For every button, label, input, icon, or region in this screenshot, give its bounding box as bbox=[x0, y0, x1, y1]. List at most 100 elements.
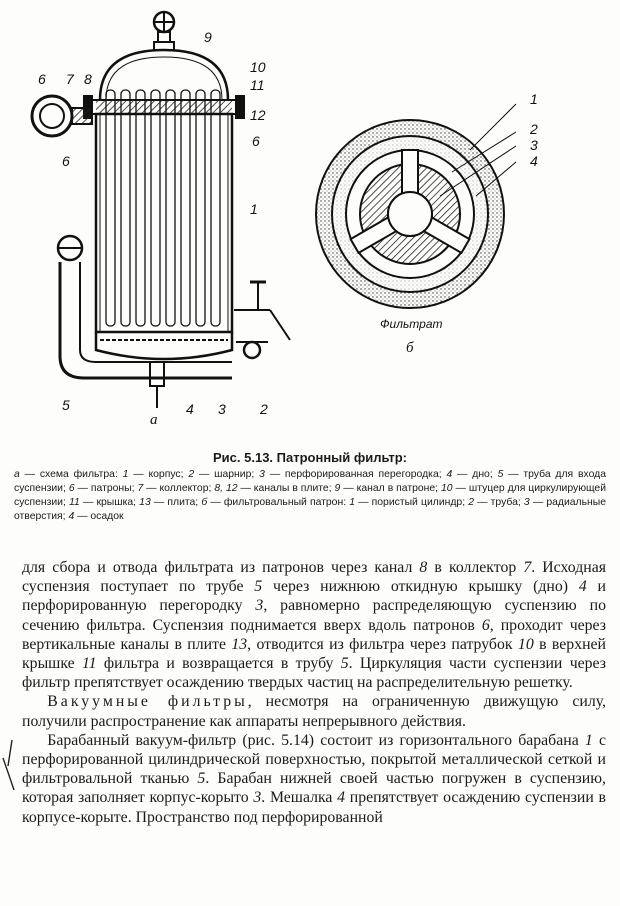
legend-key: 4 bbox=[446, 469, 453, 480]
legend-text: — труба; bbox=[474, 497, 524, 508]
legend-text: — плита; bbox=[150, 497, 202, 508]
collector-7 bbox=[30, 94, 74, 138]
label-b-4: 4 bbox=[530, 153, 538, 169]
radial-holes-3 bbox=[349, 149, 471, 255]
cartridges-6 bbox=[105, 89, 221, 327]
label-a-10: 9 bbox=[204, 29, 212, 45]
text-run: препятствует осаждению суспензии в корпу… bbox=[22, 789, 606, 826]
bottom-4 bbox=[94, 332, 234, 361]
label-b-1: 1 bbox=[530, 91, 538, 107]
subfigure-a-label: а bbox=[150, 412, 158, 428]
legend-key: 3 bbox=[259, 469, 265, 480]
part-number-ref: 6 bbox=[481, 616, 490, 634]
legend-text: — схема фильтра: bbox=[19, 469, 123, 480]
legend-text: — дно; bbox=[452, 469, 498, 480]
part-number-ref: 1 bbox=[584, 731, 593, 749]
inlet-pipe-5 bbox=[58, 262, 232, 380]
text-run: через нижнюю откидную крышку (дно) bbox=[262, 578, 579, 596]
legend-text: — пористый цилиндр; bbox=[355, 497, 469, 508]
emphasized-term: Вакуумные фильтры bbox=[47, 693, 248, 711]
label-a-7: 6 bbox=[38, 71, 46, 87]
legend-text: — осадок bbox=[74, 511, 124, 522]
legend-key: 3 bbox=[523, 497, 530, 508]
legend-key: 8, 12 bbox=[214, 483, 238, 494]
figure-caption-title: Рис. 5.13. Патронный фильтр: bbox=[213, 450, 407, 465]
text-run: фильтра и возвращается в трубу bbox=[96, 655, 341, 673]
label-b-2: 2 bbox=[529, 121, 538, 137]
part-number-ref: 4 bbox=[578, 578, 587, 596]
label-a-6-right: 6 bbox=[252, 133, 260, 149]
legend-text: — крышка; bbox=[79, 497, 140, 508]
legend-text: — штуцер для циркулирующей суспензии; bbox=[14, 483, 607, 508]
legend-key: 5 bbox=[497, 469, 504, 480]
label-a-8: 7 bbox=[66, 71, 75, 87]
legend-key: 11 bbox=[69, 497, 80, 508]
part-number-ref: 3 bbox=[253, 789, 262, 807]
body-paragraph: Барабанный вакуум-фильтр (рис. 5.14) сос… bbox=[22, 731, 606, 827]
filtrate-label: Фильтрат bbox=[380, 317, 443, 331]
legend-text: — радиальные отверстия; bbox=[14, 497, 607, 522]
legend-text: — корпус; bbox=[128, 469, 189, 480]
text-run: . Барабан нижней своей частью погружен в… bbox=[22, 770, 606, 807]
text-run: , несмотря на ограниченную движущую силу… bbox=[22, 693, 606, 730]
legend-key: 2 bbox=[188, 469, 195, 480]
text-run: в верхней крышке bbox=[22, 635, 607, 673]
part-number-ref: 11 bbox=[81, 655, 97, 673]
figure-cartridge-filter: 9 10 11 12 6 1 6 7 8 6 5 4 3 2 а 1 2 3 4… bbox=[30, 10, 538, 428]
body-paragraph: для сбора и отвода фильтрата из патронов… bbox=[22, 558, 606, 692]
legend-text: — перфорированная перегородка; bbox=[264, 469, 447, 480]
label-a-4: 4 bbox=[186, 401, 194, 417]
text-run: . Мешалка bbox=[261, 789, 338, 807]
text-run: с перфорированной цилиндрической поверхн… bbox=[22, 731, 606, 788]
legend-text: — патроны; bbox=[74, 483, 138, 494]
legend-key: а bbox=[14, 469, 20, 480]
label-a-5: 5 bbox=[62, 397, 70, 413]
legend-text: — труба для входа суспензии; bbox=[14, 469, 607, 494]
text-run: и перфорированную перегородку bbox=[22, 578, 606, 615]
body-paragraph: Вакуумные фильтры, несмотря на ограничен… bbox=[22, 692, 606, 730]
part-number-ref: 3 bbox=[255, 597, 264, 615]
part-number-ref: 10 bbox=[517, 635, 534, 653]
legend-key: 9 bbox=[334, 483, 341, 494]
text-run: , отводится из фильтра через патрубок bbox=[247, 635, 518, 653]
label-a-11: 10 bbox=[250, 59, 266, 75]
text-run: Барабанный вакуум-фильтр (рис. 5.14) сос… bbox=[47, 731, 585, 749]
text-run: . Циркуляция части суспензии через фильт… bbox=[22, 655, 606, 692]
text-run: для сбора и отвода фильтрата из патронов… bbox=[22, 559, 420, 576]
part-number-ref: 5 bbox=[254, 578, 263, 596]
legend-key: 1 bbox=[349, 497, 355, 508]
part-number-ref: 4 bbox=[337, 789, 346, 807]
legend-key: 4 bbox=[68, 511, 75, 522]
lid-11 bbox=[98, 48, 230, 101]
scheme-b bbox=[315, 103, 517, 309]
figure-caption-legend: а — схема фильтра: 1 — корпус; 2 — шарни… bbox=[14, 468, 606, 524]
legend-key: 6 bbox=[68, 483, 75, 494]
label-a-12: 11 bbox=[250, 77, 265, 93]
label-a-6-left: 6 bbox=[62, 153, 70, 169]
part-number-ref: 8 bbox=[419, 559, 428, 576]
label-a-2: 2 bbox=[259, 401, 268, 417]
text-run: , равномерно распределяющую суспензию по… bbox=[22, 597, 606, 634]
part-number-ref: 13 bbox=[231, 635, 248, 653]
text-run: , проходит через вертикальные каналы в п… bbox=[22, 616, 606, 653]
subfigure-b-label: б bbox=[406, 340, 414, 356]
legend-key: 2 bbox=[468, 497, 474, 508]
legend-key: 7 bbox=[137, 483, 144, 494]
text-run: в коллектор bbox=[427, 559, 524, 576]
part-number-ref: 7 bbox=[523, 559, 532, 576]
legend-text: — фильтровальный патрон: bbox=[207, 497, 350, 508]
part-number-ref: 5 bbox=[340, 655, 349, 673]
legend-text: — коллектор; bbox=[143, 483, 215, 494]
legend-key: 13 bbox=[139, 497, 151, 508]
part-number-ref: 5 bbox=[197, 770, 206, 788]
label-a-9: 8 bbox=[84, 71, 92, 87]
label-a-13: 12 bbox=[250, 107, 266, 123]
legend-text: — каналы в плите; bbox=[237, 483, 335, 494]
text-run: . Исходная суспензия поступает по трубе bbox=[22, 559, 606, 596]
scheme-a bbox=[30, 10, 291, 408]
legend-text: — шарнир; bbox=[194, 469, 260, 480]
label-b-3: 3 bbox=[530, 137, 538, 153]
legend-key: 10 bbox=[441, 483, 453, 494]
label-a-1: 1 bbox=[250, 201, 258, 217]
handwritten-margin-mark bbox=[2, 739, 15, 791]
